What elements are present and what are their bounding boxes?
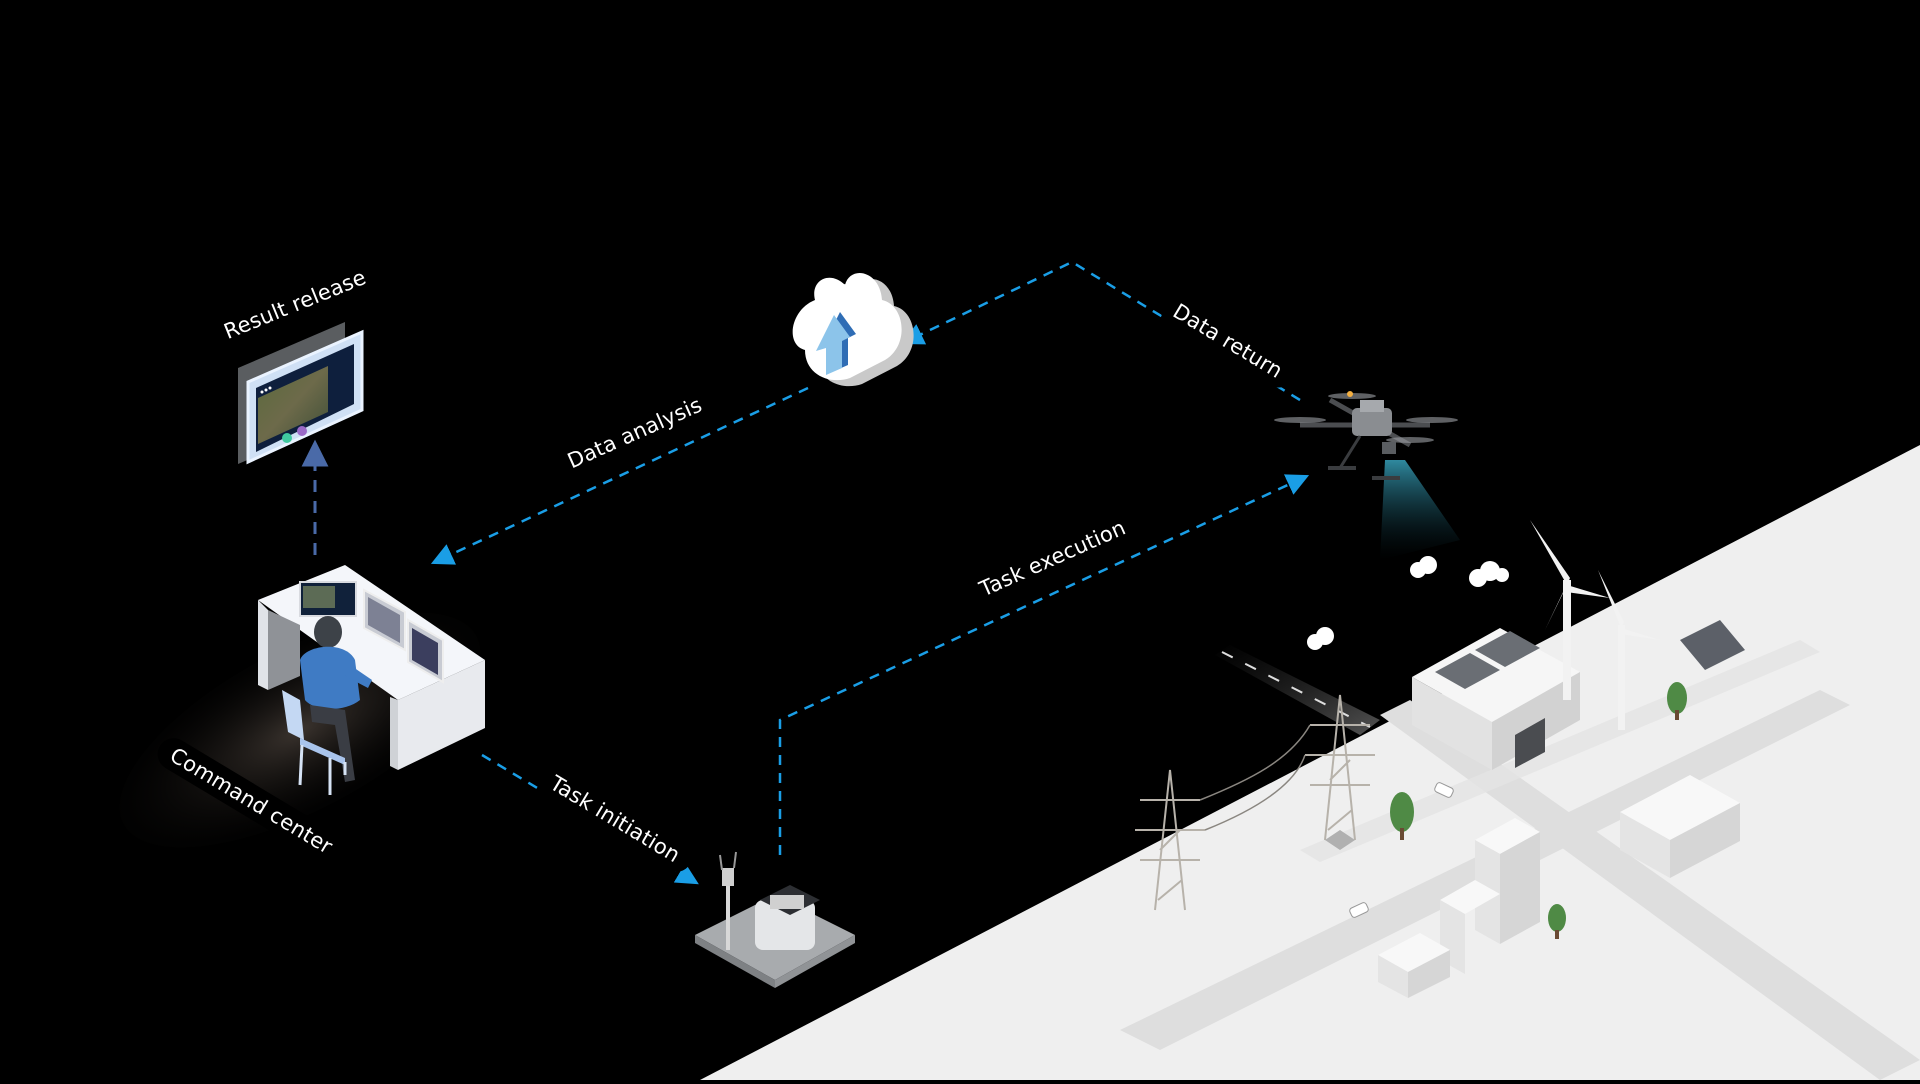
upload-arrow-icon — [816, 312, 856, 375]
operator-figure — [300, 616, 372, 782]
cloud-icon — [792, 273, 914, 387]
trees — [1390, 682, 1687, 939]
small-clouds — [1307, 556, 1509, 650]
operator-monitor — [299, 581, 357, 626]
dock-station — [695, 851, 855, 988]
transmission-towers — [1135, 694, 1375, 911]
edge-data-analysis — [430, 386, 809, 565]
chair — [282, 690, 347, 795]
side-monitor-2 — [407, 618, 444, 684]
edge-task-execution — [778, 474, 1310, 855]
cars — [1349, 782, 1454, 918]
road-dark — [1215, 645, 1380, 735]
result-release-monitor — [238, 322, 364, 465]
command-center — [258, 565, 485, 795]
drone — [1274, 391, 1460, 560]
solar-array — [1680, 620, 1745, 670]
city-ground — [700, 445, 1920, 1080]
wind-turbines — [1530, 520, 1660, 730]
factory-building — [1412, 628, 1580, 770]
office-buildings — [1378, 775, 1740, 998]
side-monitor-1 — [363, 588, 406, 652]
